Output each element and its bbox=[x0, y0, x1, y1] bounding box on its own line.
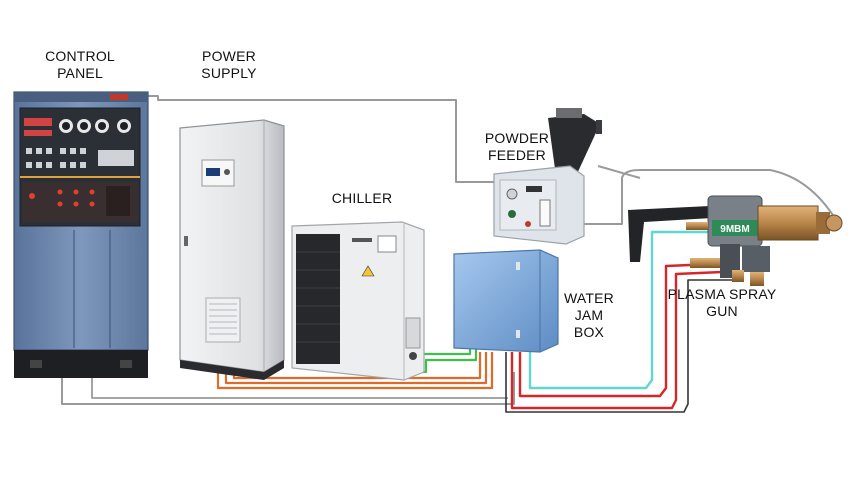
label-plasma-spray-gun-line-2: GUN bbox=[706, 303, 738, 319]
label-power-supply-line-2: SUPPLY bbox=[201, 65, 257, 81]
gray-cable-feeder-hose bbox=[597, 165, 641, 179]
label-water-jam-box-line-2: JAM bbox=[574, 307, 604, 323]
label-control-panel-line-1: CONTROL bbox=[45, 48, 115, 64]
label-water-jam-box: WATER JAM BOX bbox=[560, 290, 618, 341]
label-control-panel: CONTROL PANEL bbox=[34, 48, 126, 82]
label-plasma-spray-gun: PLASMA SPRAY GUN bbox=[652, 286, 792, 320]
label-water-jam-box-line-1: WATER bbox=[564, 290, 614, 306]
label-power-supply-line-1: POWER bbox=[202, 48, 256, 64]
label-chiller-line-1: CHILLER bbox=[331, 190, 393, 206]
label-powder-feeder-line-1: POWDER bbox=[484, 130, 550, 146]
chiller-unit bbox=[291, 221, 425, 381]
label-powder-feeder: POWDER FEEDER bbox=[472, 130, 562, 164]
red-cable-2 bbox=[510, 270, 723, 410]
water-jam-box bbox=[453, 249, 559, 353]
orange-cable-2 bbox=[224, 352, 488, 385]
dark-cable bbox=[505, 279, 736, 413]
label-water-jam-box-line-3: BOX bbox=[573, 324, 605, 340]
gray-cable-bottom-2 bbox=[91, 372, 508, 399]
plasma-spray-gun: 9MBM bbox=[628, 195, 843, 286]
label-control-panel-line-2: PANEL bbox=[57, 65, 103, 81]
label-powder-feeder-line-2: FEEDER bbox=[488, 147, 546, 163]
label-power-supply: POWER SUPPLY bbox=[186, 48, 272, 82]
power-supply-cabinet bbox=[179, 119, 285, 380]
red-cable-1 bbox=[518, 262, 715, 398]
cyan-hose bbox=[528, 230, 708, 390]
label-chiller: CHILLER bbox=[322, 190, 402, 207]
powder-feeder-unit bbox=[493, 108, 602, 245]
gray-cable-feeder-to-gun bbox=[575, 169, 837, 225]
label-plasma-spray-gun-line-1: PLASMA SPRAY bbox=[667, 286, 777, 302]
gray-cable-bottom-return bbox=[61, 372, 515, 405]
gun-model-badge: 9MBM bbox=[720, 224, 749, 235]
orange-cable-1 bbox=[216, 352, 494, 390]
cable-routing bbox=[61, 95, 837, 413]
control-panel-cabinet bbox=[13, 91, 149, 378]
